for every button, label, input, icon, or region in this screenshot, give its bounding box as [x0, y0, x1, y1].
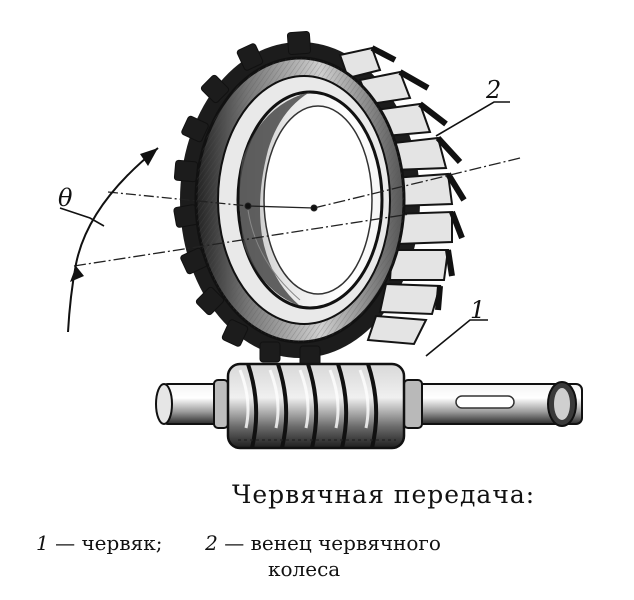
legend-item-1-number: 1 [36, 531, 49, 555]
axis-lines [73, 157, 521, 267]
legend-item-2-text: — венец червячного [224, 531, 441, 555]
angle-arc [67, 147, 159, 333]
label-wheel-number: 2 [485, 76, 501, 104]
leader-lines [59, 101, 510, 357]
worm [155, 362, 583, 450]
caption-legend: 1 — червяк; 2 — венец червячного колеса [36, 530, 616, 582]
worm-gear-drawing: 2 1 θ [58, 30, 583, 450]
legend-line-1: 1 — червяк; 2 — венец червячного [36, 530, 616, 556]
wheel-bore [236, 90, 384, 310]
label-worm-number: 1 [470, 296, 485, 324]
worm-thread [226, 362, 406, 450]
label-angle-symbol: θ [58, 184, 73, 212]
worm-wheel [173, 30, 467, 367]
caption-title: Червячная передача: [232, 480, 536, 509]
legend-line-2: колеса [268, 557, 341, 581]
worm-gear-illustration: 2 1 θ [58, 30, 583, 450]
legend-item-2-number: 2 [205, 531, 218, 555]
legend-item-1-text: — червяк; [55, 531, 163, 555]
